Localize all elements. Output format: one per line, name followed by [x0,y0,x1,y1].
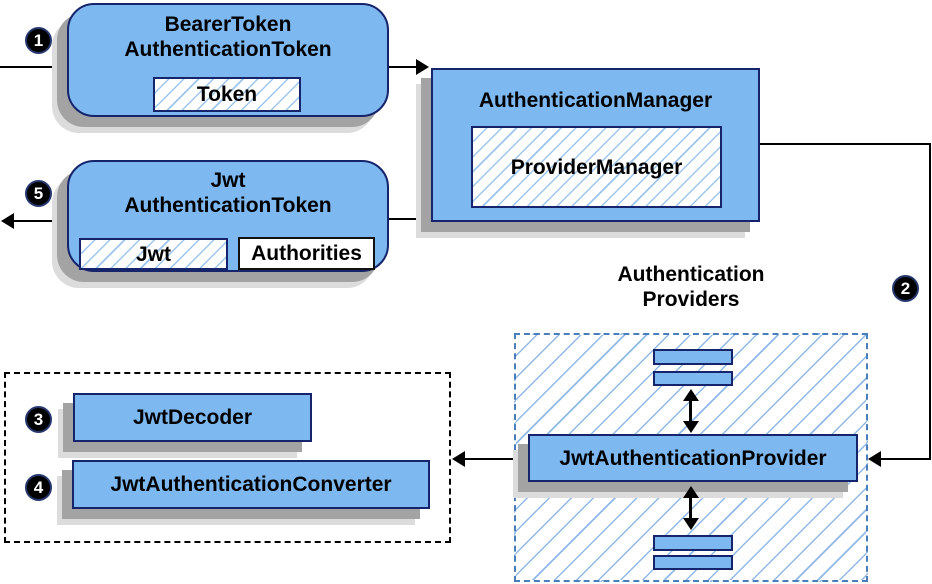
jwt-token-box-title: Jwt AuthenticationToken [69,168,387,218]
step-badge-4-number: 4 [33,478,44,497]
token-field: Token [153,77,301,112]
jwt-field-label: Jwt [135,242,171,266]
other-provider-bar-bottom-1 [653,535,733,551]
step-badge-1: 1 [25,27,52,54]
jwt-field: Jwt [79,238,228,270]
authentication-manager-title: AuthenticationManager [478,89,713,112]
bearer-token-box-title-line1: BearerToken [164,13,292,36]
step-badge-5-number: 5 [33,184,44,203]
bearer-token-authentication-token-box: BearerToken AuthenticationToken Token [67,3,389,117]
outgoing-result-arrowhead-icon [1,213,14,229]
step-badge-2: 2 [892,275,919,302]
provider-manager-field: ProviderManager [471,126,722,208]
step-badge-5: 5 [25,180,52,207]
step-badge-3: 3 [25,406,52,433]
bearer-token-box-title-line2: AuthenticationToken [124,38,332,61]
manager-elbow-top-line [759,143,931,145]
jwt-token-box-title-line1: Jwt [210,169,246,192]
jwt-authentication-token-box: Jwt AuthenticationToken Jwt Authorities [67,160,389,272]
bearer-to-manager-arrowhead-icon [416,59,429,75]
outgoing-result-line [13,220,67,222]
authentication-providers-label: Authentication Providers [514,262,868,312]
step-badge-3-number: 3 [33,410,44,429]
provider-link-bottom-up-arrowhead-icon [683,486,699,498]
step-badge-2-number: 2 [900,279,911,298]
bearer-token-box-title: BearerToken AuthenticationToken [69,12,387,62]
provider-to-converters-line [464,458,515,460]
other-provider-bar-top-1 [653,349,733,365]
provider-link-top-up-arrowhead-icon [683,389,699,401]
jwt-token-box-title-line2: AuthenticationToken [124,194,332,217]
authorities-field: Authorities [238,237,375,270]
manager-to-jwt-token-line [389,218,432,220]
step-badge-1-number: 1 [33,31,44,50]
bearer-to-manager-line [389,66,418,68]
authentication-providers-label-line1: Authentication [617,263,765,286]
provider-link-top-line [689,398,692,424]
token-field-label: Token [196,83,258,106]
other-provider-bar-bottom-2 [653,555,733,570]
jwt-decoder-label: JwtDecoder [132,406,253,429]
jwt-decoder-box: JwtDecoder [73,393,312,442]
authorities-field-label: Authorities [251,242,362,265]
jwt-authentication-converter-label: JwtAuthenticationConverter [110,473,392,496]
provider-link-bottom-down-arrowhead-icon [683,518,699,530]
into-provider-arrowhead-icon [868,451,881,467]
provider-to-converters-arrowhead-icon [452,451,465,467]
converter-group-box [4,372,451,543]
incoming-request-line [0,66,67,68]
authentication-manager-box: AuthenticationManager ProviderManager [431,68,760,222]
jwt-authentication-converter-box: JwtAuthenticationConverter [72,460,430,509]
step-badge-4: 4 [25,474,52,501]
manager-elbow-right-line [929,143,931,460]
authentication-providers-label-line2: Providers [642,288,740,311]
jwt-authentication-provider-box: JwtAuthenticationProvider [528,434,858,482]
jwt-authentication-provider-label: JwtAuthenticationProvider [559,446,827,470]
manager-elbow-bottom-line [880,458,931,460]
other-provider-bar-top-2 [653,371,733,386]
provider-link-bottom-line [689,495,692,521]
provider-link-top-down-arrowhead-icon [683,421,699,433]
provider-manager-field-label: ProviderManager [510,155,683,179]
